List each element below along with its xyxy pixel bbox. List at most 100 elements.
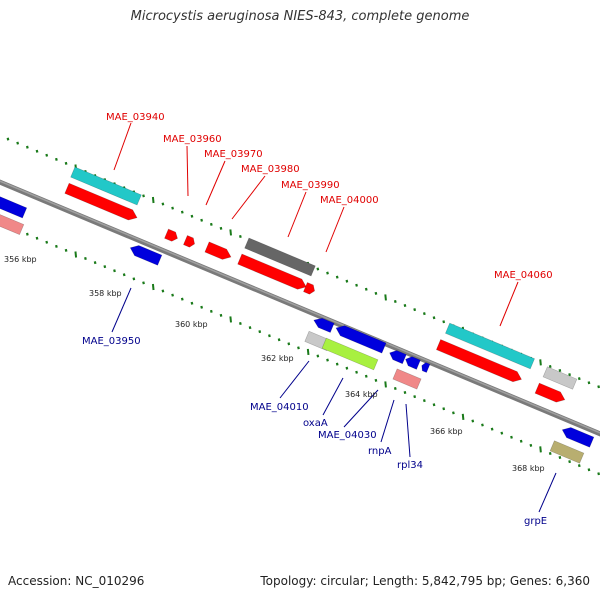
label-leader-line: [231, 175, 266, 220]
outer-tick: [45, 153, 49, 157]
inner-tick: [587, 468, 591, 472]
gene-label-bottom: MAE_04010: [250, 402, 309, 413]
accession-text: Accession: NC_010296: [8, 574, 145, 588]
inner-tick: [413, 395, 417, 399]
inner-tick: [422, 399, 426, 403]
cds-reverse: [335, 325, 387, 354]
inner-tick: [103, 265, 107, 269]
inner-tick: [597, 472, 600, 476]
cds-forward: [237, 253, 307, 290]
inner-tick: [519, 439, 523, 443]
inner-tick: [258, 330, 262, 334]
inner-tick: [180, 297, 184, 301]
inner-tick: [452, 411, 455, 415]
inner-tick: [268, 334, 271, 338]
inner-tick: [442, 407, 446, 411]
inner-tick: [539, 446, 542, 453]
inner-tick: [355, 370, 358, 374]
outer-tick: [316, 267, 320, 271]
inner-tick: [558, 456, 562, 460]
scale-label: 364 kbp: [345, 390, 378, 399]
outer-tick: [335, 275, 339, 279]
outer-tick: [229, 229, 232, 236]
label-leader-lines: [111, 122, 557, 513]
inner-tick: [84, 257, 87, 261]
gene-block-lime: [321, 337, 379, 371]
outer-tick: [239, 235, 242, 239]
inner-tick: [132, 277, 136, 281]
outer-tick: [55, 157, 58, 161]
outer-tick: [151, 196, 155, 204]
inner-tick: [229, 316, 232, 323]
gene-label-bottom: MAE_03950: [82, 336, 141, 347]
label-leader-line: [322, 377, 344, 416]
cds-forward: [303, 282, 315, 295]
inner-tick: [161, 289, 165, 293]
label-leader-line: [343, 389, 379, 428]
gene-label-top: MAE_03980: [241, 164, 300, 175]
gene-label-bottom: rnpA: [368, 446, 392, 457]
outer-tick: [374, 291, 378, 295]
inner-tick: [151, 283, 155, 291]
scale-label: 362 kbp: [261, 354, 294, 363]
outer-tick: [539, 359, 542, 366]
inner-tick: [326, 358, 329, 362]
outer-tick: [422, 312, 426, 316]
scale-label: 360 kbp: [175, 320, 208, 329]
inner-tick: [277, 338, 281, 342]
outer-tick: [326, 271, 329, 275]
inner-tick: [190, 301, 194, 305]
inner-tick: [374, 378, 378, 382]
scale-label: 356 kbp: [4, 255, 37, 264]
inner-tick: [93, 261, 97, 265]
inner-tick: [113, 269, 116, 273]
inner-tick: [219, 313, 223, 317]
outer-tick: [161, 202, 165, 206]
inner-tick: [55, 244, 58, 248]
outer-tick: [558, 369, 562, 373]
outer-tick: [209, 222, 213, 226]
gene-block-cyan: [70, 166, 142, 206]
outer-tick: [403, 304, 407, 308]
inner-tick: [142, 281, 145, 285]
gene-block-pink: [392, 368, 422, 390]
inner-tick: [490, 427, 494, 431]
cds-reverse: [561, 427, 595, 448]
inner-tick: [74, 251, 78, 258]
inner-tick: [384, 381, 387, 388]
inner-tick: [239, 322, 242, 326]
label-leader-line: [113, 122, 132, 171]
cds-forward: [204, 241, 232, 260]
gene-block-khaki: [549, 440, 585, 464]
outer-tick: [597, 385, 600, 389]
label-leader-line: [538, 472, 557, 513]
cds-forward: [534, 382, 566, 403]
inner-tick: [364, 374, 368, 378]
gene-label-top: MAE_04000: [320, 195, 379, 206]
outer-tick: [64, 161, 68, 165]
label-leader-line: [499, 281, 519, 327]
outer-tick: [16, 141, 20, 145]
scale-label: 366 kbp: [430, 427, 463, 436]
cds-reverse: [405, 356, 421, 370]
outer-tick: [364, 287, 368, 291]
inner-tick: [287, 342, 291, 346]
inner-tick: [297, 346, 300, 350]
cds-forward: [435, 339, 522, 383]
inner-tick: [25, 232, 29, 236]
inner-tick: [461, 413, 465, 421]
inner-tick: [345, 366, 349, 370]
inner-tick: [471, 419, 475, 423]
cds-reverse: [129, 245, 163, 266]
inner-tick: [209, 309, 213, 313]
outer-tick: [345, 279, 349, 283]
outer-tick: [200, 218, 204, 222]
inner-tick: [529, 443, 533, 447]
outer-tick: [587, 381, 591, 385]
gene-block-lightgray: [542, 366, 578, 390]
gene-block-gray: [244, 237, 316, 277]
label-leader-line: [380, 399, 395, 443]
inner-tick: [403, 391, 407, 395]
outer-tick: [35, 149, 39, 153]
